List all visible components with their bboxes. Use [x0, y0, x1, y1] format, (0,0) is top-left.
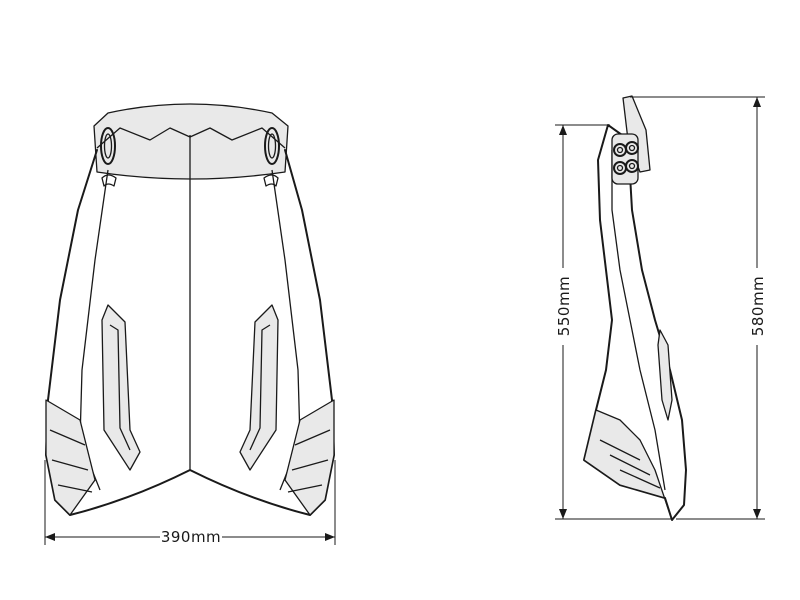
front-deflector: [93, 103, 289, 180]
front-lower-panel-left: [45, 399, 96, 516]
side-vent: [657, 329, 673, 421]
front-mount-knob-right-inner: [267, 133, 277, 159]
side-lower-panel: [583, 409, 673, 521]
windscreen-side-view: [583, 95, 687, 521]
front-lower-panel-right: [284, 399, 335, 516]
side-mount-hardware: [611, 133, 639, 185]
side-height-outer-label: 580mm: [749, 276, 767, 336]
front-vent-left-inner: [109, 324, 131, 451]
width-dimension-label: 390mm: [161, 528, 221, 546]
front-vent-right: [239, 304, 279, 471]
front-vent-right-inner: [249, 324, 271, 451]
front-lower-hatch-right: [287, 429, 331, 493]
front-mount-knob-left-inner: [103, 133, 113, 159]
side-height-outer-dimension: 580mm: [630, 96, 767, 520]
side-height-inner-label: 550mm: [555, 276, 573, 336]
width-dimension: 390mm: [44, 460, 336, 546]
front-mount-knob-right: [264, 127, 280, 165]
front-mount-foot-left: [101, 174, 117, 187]
side-lower-hatch: [599, 439, 661, 489]
front-vent-left: [101, 304, 141, 471]
front-mount-foot-right: [263, 174, 279, 187]
side-inner-contour: [611, 150, 666, 491]
front-mount-knob-left: [100, 127, 116, 165]
side-height-inner-dimension: 550mm: [555, 124, 672, 520]
windscreen-front-view: [45, 103, 335, 516]
front-lower-hatch-left: [49, 429, 93, 493]
